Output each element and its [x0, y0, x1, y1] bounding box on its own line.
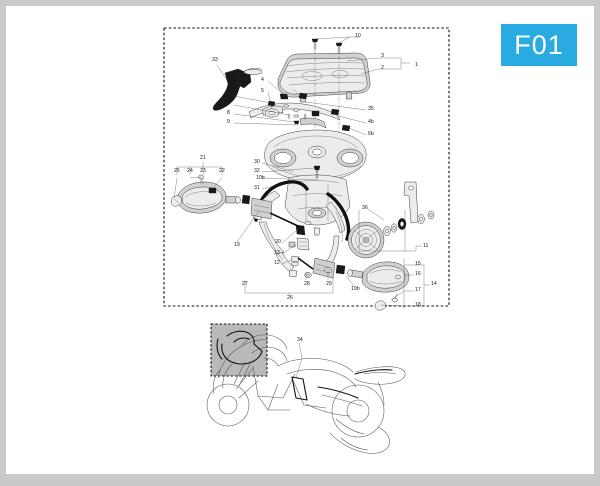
- callout-7: 7: [227, 101, 230, 107]
- upper-triple-clamp: [264, 129, 367, 226]
- callout-24: 24: [187, 168, 193, 174]
- callout-21: 21: [200, 155, 206, 161]
- exploded-panel-border: [163, 27, 450, 307]
- callout-28: 28: [304, 281, 310, 287]
- right-support-bracket: [325, 201, 346, 266]
- horn-assembly: [347, 181, 435, 259]
- leader-lines: [173, 36, 430, 307]
- clamp-screw-lower: [313, 165, 321, 236]
- callout-26: 26: [287, 295, 293, 301]
- lower-clamps: [288, 266, 332, 278]
- callout-11: 11: [423, 243, 429, 249]
- callout-10-lower: 10b: [256, 175, 265, 181]
- callout-31: 31: [254, 185, 260, 191]
- callout-13: 13: [274, 250, 280, 256]
- callout-19-left: 19: [234, 242, 240, 248]
- callout-17: 17: [415, 287, 421, 293]
- instrument-cluster: [277, 52, 371, 103]
- callout-1: 1: [415, 62, 418, 68]
- callout-27: 27: [242, 281, 248, 287]
- callout-3: 3: [381, 53, 384, 59]
- callout-29: 29: [326, 281, 332, 287]
- callout-25: 25: [174, 168, 180, 174]
- callout-4: 4: [261, 77, 264, 83]
- callout-14: 14: [431, 281, 437, 287]
- callout-12: 12: [274, 260, 280, 266]
- right-turn-signal: [297, 257, 410, 311]
- left-turn-signal: [170, 174, 299, 227]
- callout-18: 18: [415, 302, 421, 308]
- callout-33: 33: [212, 57, 218, 63]
- callout-22: 22: [219, 168, 225, 174]
- callout-16: 16: [415, 271, 421, 277]
- callout-36: 36: [362, 205, 368, 211]
- callout-4-lower: 4b: [368, 119, 374, 125]
- figure-badge: F01: [501, 24, 577, 66]
- callout-6: 6: [227, 92, 230, 98]
- callout-34: 34: [297, 337, 303, 343]
- callout-15: 15: [415, 261, 421, 267]
- callout-6-right: 6b: [368, 131, 374, 137]
- callout-10: 10: [355, 33, 361, 39]
- callout-30: 30: [254, 159, 260, 165]
- callout-23: 23: [200, 168, 206, 174]
- callout-8: 8: [227, 110, 230, 116]
- callout-19-right: 19b: [351, 286, 360, 292]
- handlebar-bracket: [248, 92, 351, 132]
- small-parts-group: [288, 221, 312, 267]
- wiring-connector-33: [212, 68, 263, 111]
- callout-35: 35: [368, 106, 374, 112]
- cluster-screws-top: [311, 38, 343, 55]
- callout-32: 32: [254, 168, 260, 174]
- callout-9: 9: [227, 119, 230, 125]
- vehicle-overview: [206, 323, 406, 454]
- parts-diagram-canvas: .ln{fill:none;stroke:#2b2b2b;stroke-widt…: [6, 6, 600, 486]
- callout-20: 20: [275, 239, 281, 245]
- callout-5: 5: [261, 88, 264, 94]
- callout-2: 2: [381, 65, 384, 71]
